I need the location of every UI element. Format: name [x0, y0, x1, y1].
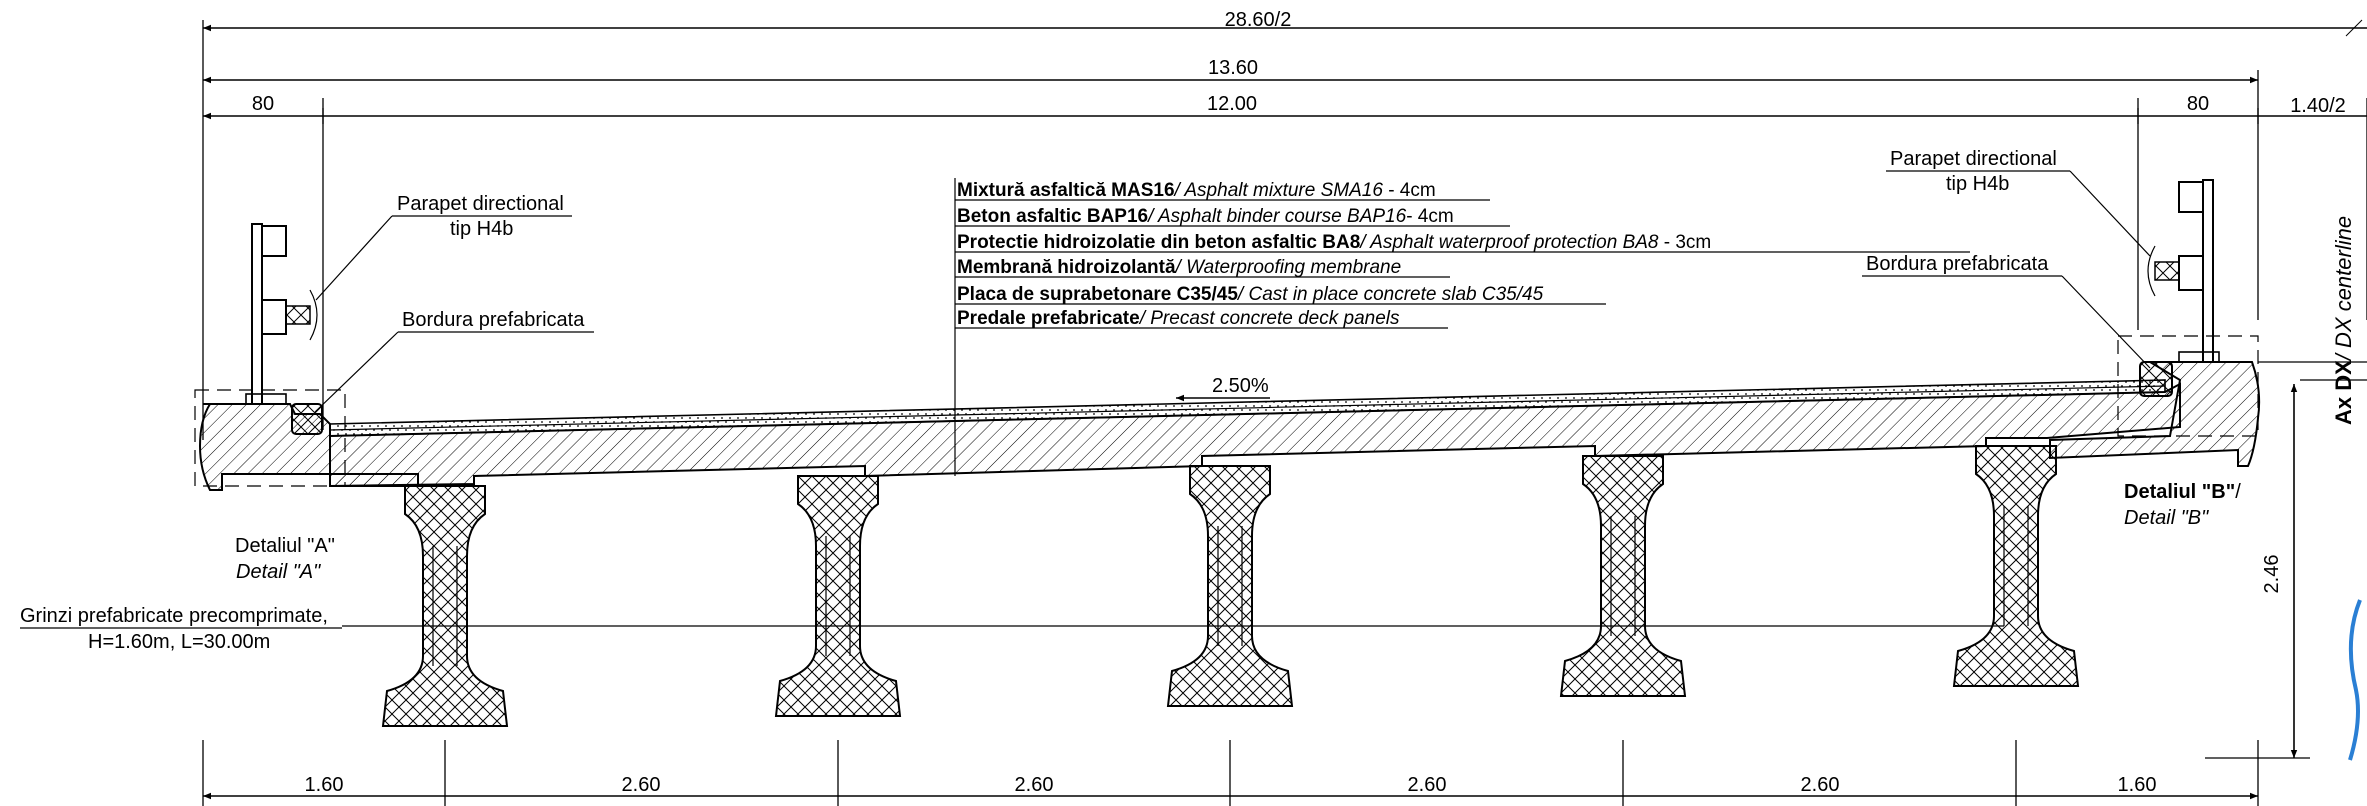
axis-label-ro: Ax DX — [2331, 360, 2356, 425]
dim-spacing-5: 2.60 — [1801, 774, 1840, 796]
curb-right-label: Bordura prefabricata — [1866, 253, 2049, 275]
dim-deck: 13.60 — [1208, 57, 1258, 79]
dim-spacing-3: 2.60 — [1015, 774, 1054, 796]
left-precast-curb — [291, 403, 323, 435]
detail-b-en: Detail "B" — [2124, 507, 2209, 529]
layer-3: Protectie hidroizolatie din beton asfalt… — [957, 232, 1711, 253]
parapet-right-label-1: Parapet directional — [1890, 148, 2057, 170]
dim-curb-right: 80 — [2187, 93, 2209, 115]
layer-3-en: / Asphalt waterproof protection BA8 — [1358, 232, 1659, 253]
parapet-right-label-2: tip H4b — [1946, 173, 2009, 195]
layer-1-suffix: - 4cm — [1383, 180, 1436, 201]
dim-spacing-6: 1.60 — [2118, 774, 2157, 796]
logo-fragment — [2345, 19, 2363, 761]
layer-3-ro: Protectie hidroizolatie din beton asfalt… — [957, 232, 1360, 253]
slope-indicator: 2.50% — [1176, 375, 1270, 402]
girder-2 — [774, 475, 902, 717]
dim-spacing-2: 2.60 — [622, 774, 661, 796]
girders-label-2: H=1.60m, L=30.00m — [88, 631, 270, 653]
parapet-right — [2147, 179, 2220, 363]
dim-spacing-1: 1.60 — [305, 774, 344, 796]
layer-6-ro: Predale prefabricate — [957, 308, 1140, 329]
dim-spacing-4: 2.60 — [1408, 774, 1447, 796]
detail-b-sep: / — [2235, 481, 2241, 503]
layer-1-en: / Asphalt mixture SMA16 — [1173, 180, 1384, 201]
axis-label: Ax DX/ DX centerline — [2331, 216, 2356, 425]
right-labels: Parapet directional tip H4b Bordura pref… — [1862, 148, 2241, 529]
dim-total: 28.60/2 — [1225, 9, 1292, 31]
top-dimensions: 28.60/2 13.60 80 12.00 80 1.40/2 — [202, 9, 2367, 440]
girders — [381, 445, 2080, 727]
dim-half-median: 1.40/2 — [2290, 95, 2346, 117]
detail-b-ro: Detaliul "B" — [2124, 481, 2235, 503]
dim-height: 2.46 — [2261, 555, 2283, 594]
right-precast-curb — [2139, 361, 2173, 397]
slope-label: 2.50% — [1212, 375, 1269, 397]
girder-1 — [381, 485, 509, 727]
layer-4: Membrană hidroizolantă/ Waterproofing me… — [957, 257, 1401, 278]
layer-1: Mixtură asfaltică MAS16/ Asphalt mixture… — [957, 180, 1436, 201]
layer-2: Beton asfaltic BAP16/ Asphalt binder cou… — [957, 206, 1454, 227]
left-labels: Parapet directional tip H4b Bordura pref… — [20, 193, 2004, 653]
layer-2-ro: Beton asfaltic BAP16 — [957, 206, 1148, 227]
detail-a-ro: Detaliul "A" — [235, 535, 335, 557]
girder-3 — [1166, 465, 1294, 707]
dim-roadway: 12.00 — [1207, 93, 1257, 115]
parapet-left-label-1: Parapet directional — [397, 193, 564, 215]
dim-curb-left: 80 — [252, 93, 274, 115]
parapet-left-label-2: tip H4b — [450, 218, 513, 240]
layer-3-suffix: - 3cm — [1658, 232, 1711, 253]
centerline: Ax DX/ DX centerline — [2258, 216, 2367, 425]
layer-5: Placa de suprabetonare C35/45/ Cast in p… — [957, 284, 1544, 305]
layer-2-en: / Asphalt binder course BAP16 — [1146, 206, 1406, 227]
layer-4-en: / Waterproofing membrane — [1174, 257, 1402, 278]
detail-a-en: Detail "A" — [236, 561, 321, 583]
girders-label-1: Grinzi prefabricate precomprimate, — [20, 605, 328, 627]
layer-1-ro: Mixtură asfaltică MAS16 — [957, 180, 1175, 201]
right-cantilever — [2049, 361, 2261, 467]
deck-slab — [198, 361, 2261, 491]
layer-5-en: / Cast in place concrete slab C35/45 — [1236, 284, 1544, 305]
girder-4 — [1559, 455, 1687, 697]
detail-boxes — [194, 335, 2259, 487]
layer-6: Predale prefabricate/ Precast concrete d… — [957, 308, 1400, 329]
layer-5-ro: Placa de suprabetonare C35/45 — [957, 284, 1238, 305]
bottom-dimensions: 1.60 2.60 2.60 2.60 2.60 1.60 — [202, 740, 2259, 806]
curb-left-label: Bordura prefabricata — [402, 309, 585, 331]
girder-5 — [1952, 445, 2080, 687]
axis-label-en: / DX centerline — [2331, 216, 2356, 362]
layer-6-en: / Precast concrete deck panels — [1138, 308, 1400, 329]
layer-callouts: Mixtură asfaltică MAS16/ Asphalt mixture… — [954, 178, 1970, 476]
detail-b-label: Detaliul "B"/ — [2124, 481, 2241, 503]
parapet-left — [245, 223, 318, 405]
layer-2-suffix: - 4cm — [1406, 206, 1454, 227]
layer-4-ro: Membrană hidroizolantă — [957, 257, 1176, 278]
